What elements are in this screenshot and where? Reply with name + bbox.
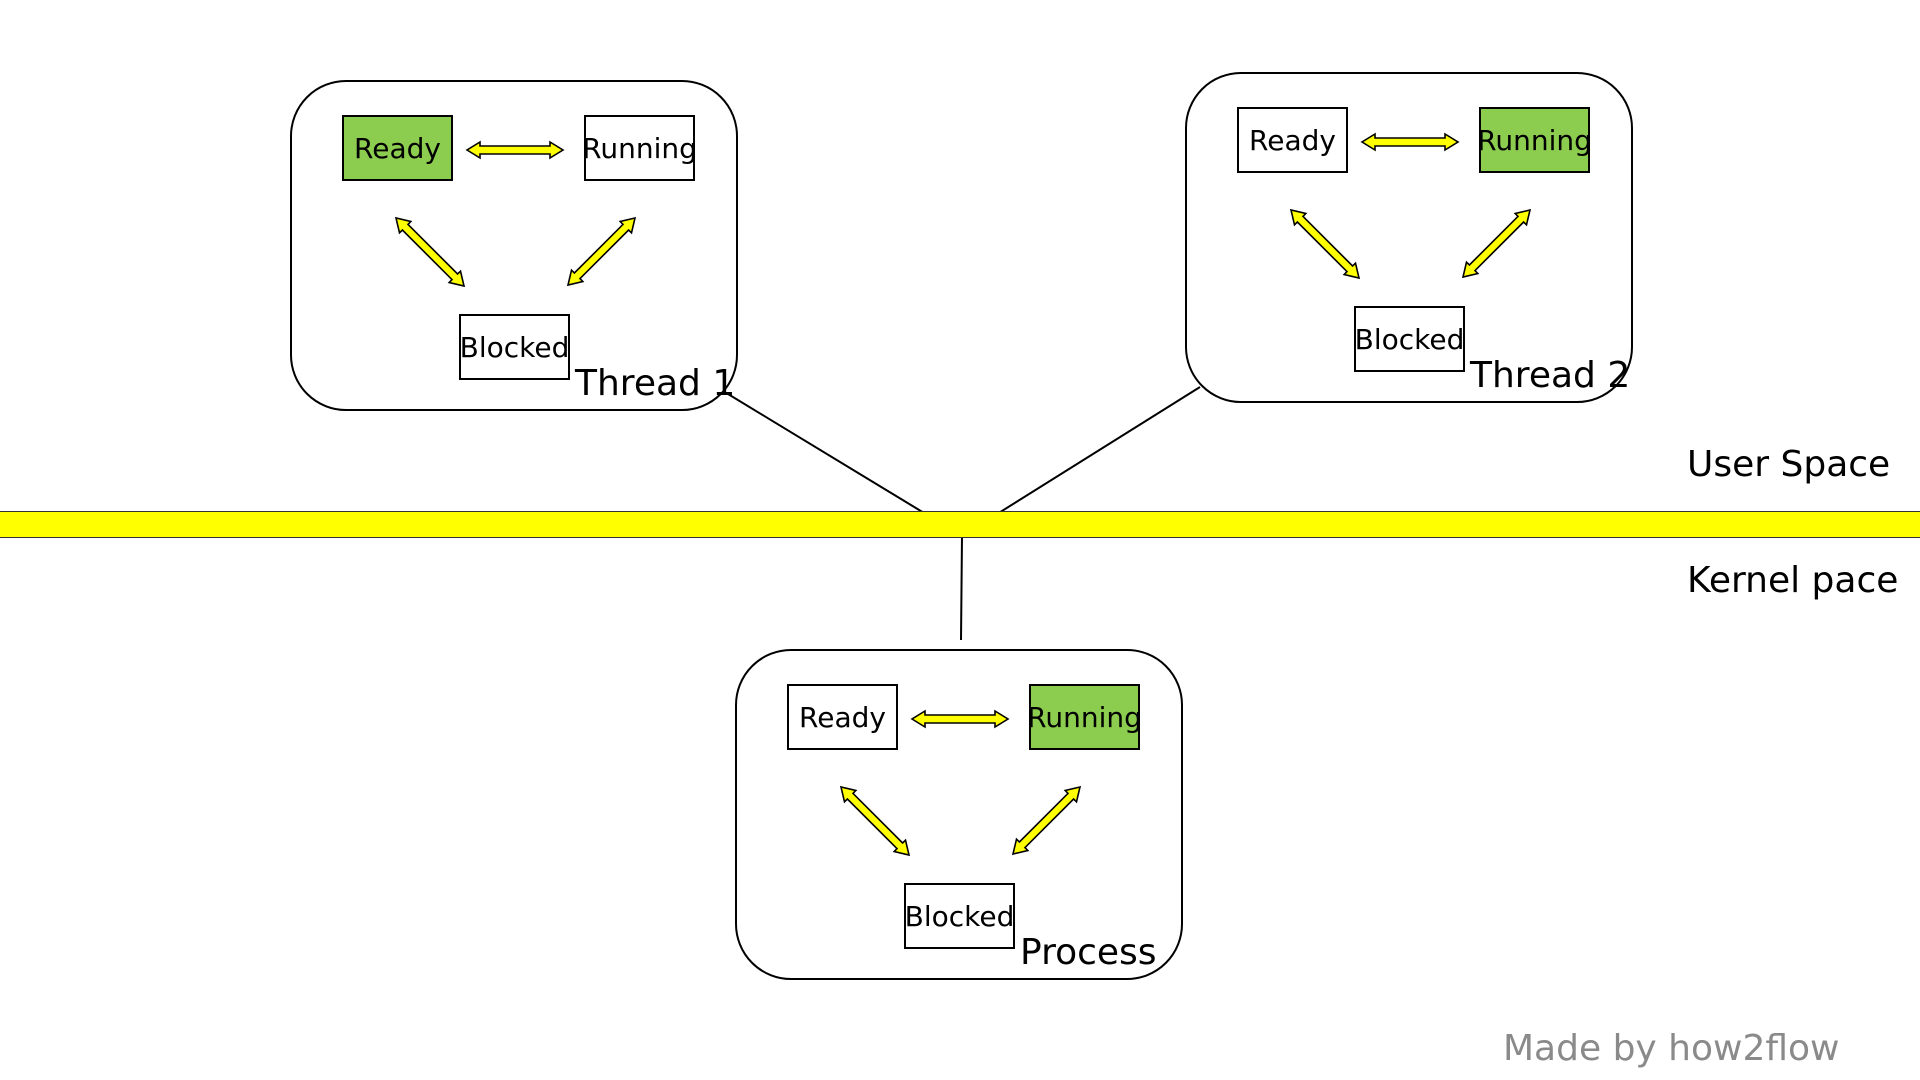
running-blocked-arrow	[566, 216, 637, 287]
ready-blocked-arrow	[394, 216, 466, 288]
connector-process	[960, 535, 963, 641]
thread-1-label: Thread 1	[575, 363, 736, 404]
user-kernel-boundary-band	[0, 511, 1920, 538]
state-transition-arrows	[1289, 132, 1532, 280]
ready-running-arrow	[910, 709, 1010, 729]
thread-2-label: Thread 2	[1470, 355, 1631, 396]
process-label: Process	[1020, 932, 1157, 973]
ready-blocked-arrow	[839, 785, 911, 857]
ready-state-box: Ready	[1237, 107, 1348, 173]
ready-blocked-arrow	[1289, 208, 1361, 280]
running-state-box: Running	[1477, 107, 1592, 173]
state-transition-arrows	[394, 140, 637, 288]
thread-1-box: Ready Running Blocked Thread 1	[290, 80, 738, 411]
blocked-state-box: Blocked	[904, 883, 1015, 949]
ready-state-box: Ready	[342, 115, 453, 181]
thread-2-box: Ready Running Blocked Thread 2	[1185, 72, 1633, 403]
running-state-box: Running	[1027, 684, 1142, 750]
ready-running-arrow	[465, 140, 565, 160]
ready-state-box: Ready	[787, 684, 898, 750]
blocked-state-box: Blocked	[1354, 306, 1465, 372]
blocked-state-box: Blocked	[459, 314, 570, 380]
running-blocked-arrow	[1461, 208, 1532, 279]
state-transition-arrows	[839, 709, 1082, 857]
process-box: Ready Running Blocked Process	[735, 649, 1183, 980]
kernel-space-label: Kernel pace	[1687, 560, 1899, 601]
running-state-box: Running	[582, 115, 697, 181]
running-blocked-arrow	[1011, 785, 1082, 856]
ready-running-arrow	[1360, 132, 1460, 152]
user-space-label: User Space	[1687, 444, 1891, 485]
credit-text: Made by how2flow	[1503, 1028, 1840, 1069]
